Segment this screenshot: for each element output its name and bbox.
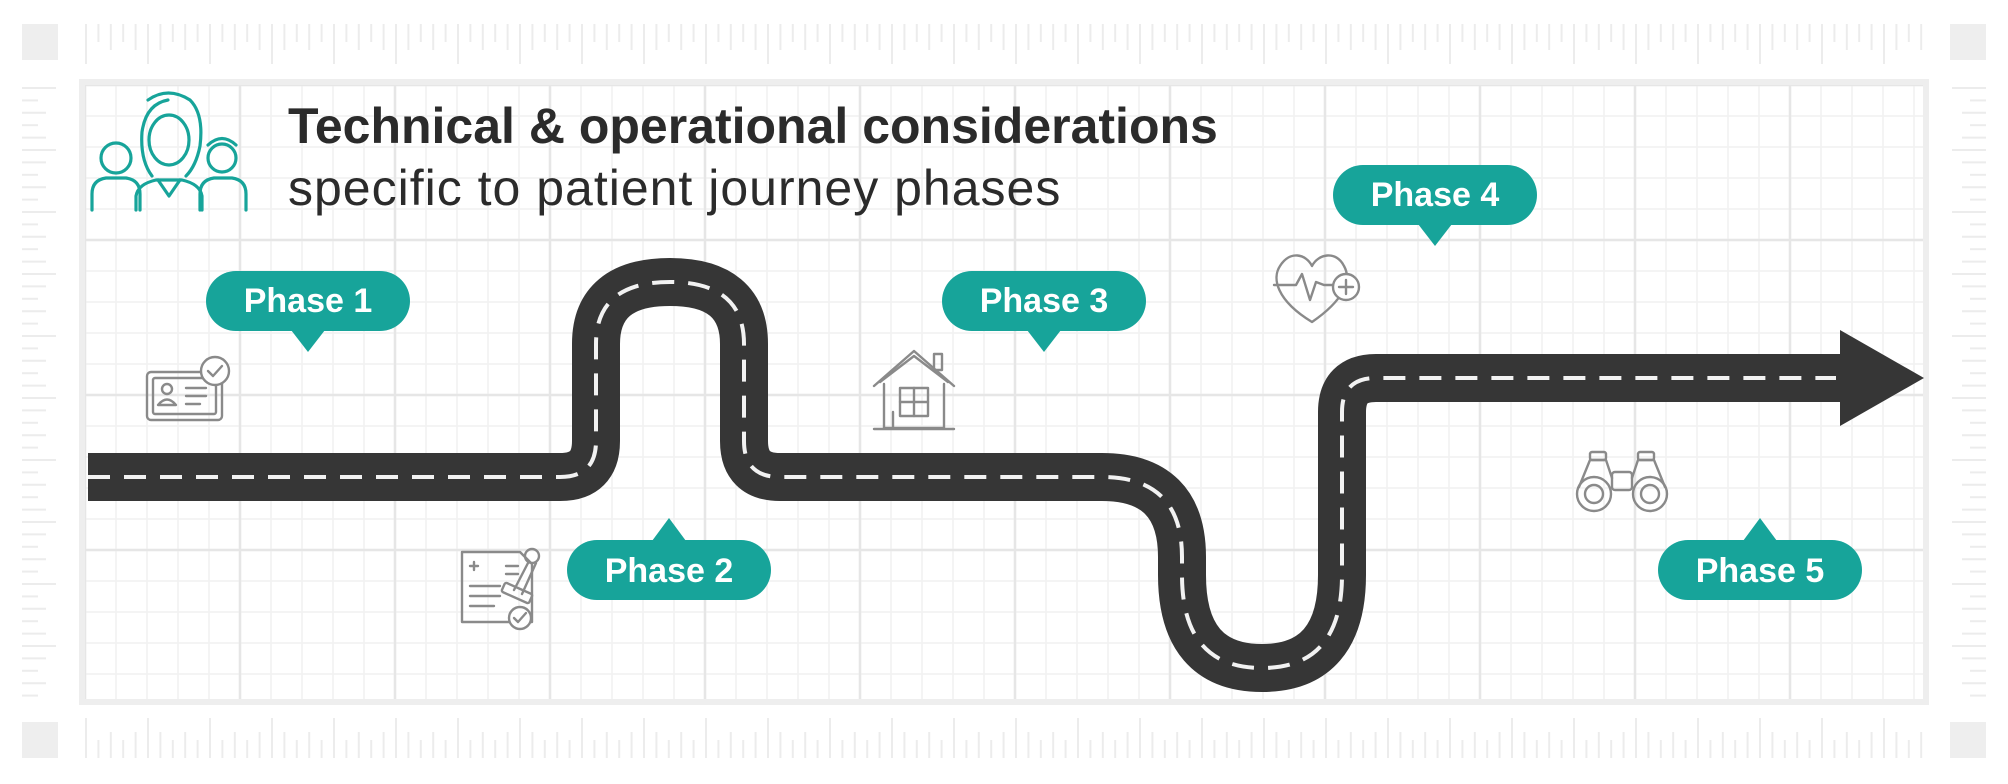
phase-2-callout: Phase 2: [567, 518, 771, 600]
corner-square-top-left: [22, 24, 58, 60]
phase-1-label: Phase 1: [244, 282, 373, 320]
heart-pulse-plus-icon: [1272, 254, 1361, 324]
phase-1-callout: Phase 1: [206, 271, 410, 352]
phase-5-callout: Phase 5: [1658, 518, 1862, 600]
binoculars-icon: [1575, 450, 1669, 513]
title-block: Technical & operational considerations s…: [288, 96, 1488, 220]
medical-document-stamp-icon: [460, 547, 541, 631]
phase-4-label: Phase 4: [1371, 176, 1500, 214]
page-subtitle: specific to patient journey phases: [288, 160, 1062, 216]
phase-4-callout: Phase 4: [1333, 165, 1537, 246]
id-card-check-icon: [145, 355, 231, 422]
corner-square-top-right: [1950, 24, 1986, 60]
page-title: Technical & operational considerations: [288, 98, 1218, 154]
phase-5-label: Phase 5: [1696, 552, 1825, 590]
house-icon: [872, 349, 956, 431]
winding-road: [88, 258, 1924, 692]
ruler-ticks-right: [1952, 87, 1986, 697]
patient-group-icon: [90, 91, 248, 212]
ruler-frame: [22, 24, 1986, 758]
phase-3-callout: Phase 3: [942, 271, 1146, 352]
corner-square-bottom-left: [22, 722, 58, 758]
phase-2-label: Phase 2: [605, 552, 734, 590]
phase-3-label: Phase 3: [980, 282, 1109, 320]
corner-square-bottom-right: [1950, 722, 1986, 758]
road-center-dash: [88, 279, 1836, 671]
road-arrowhead: [1840, 330, 1924, 426]
ruler-ticks-top: [85, 24, 1923, 64]
ruler-ticks-bottom: [85, 718, 1923, 758]
ruler-ticks-left: [22, 87, 56, 697]
